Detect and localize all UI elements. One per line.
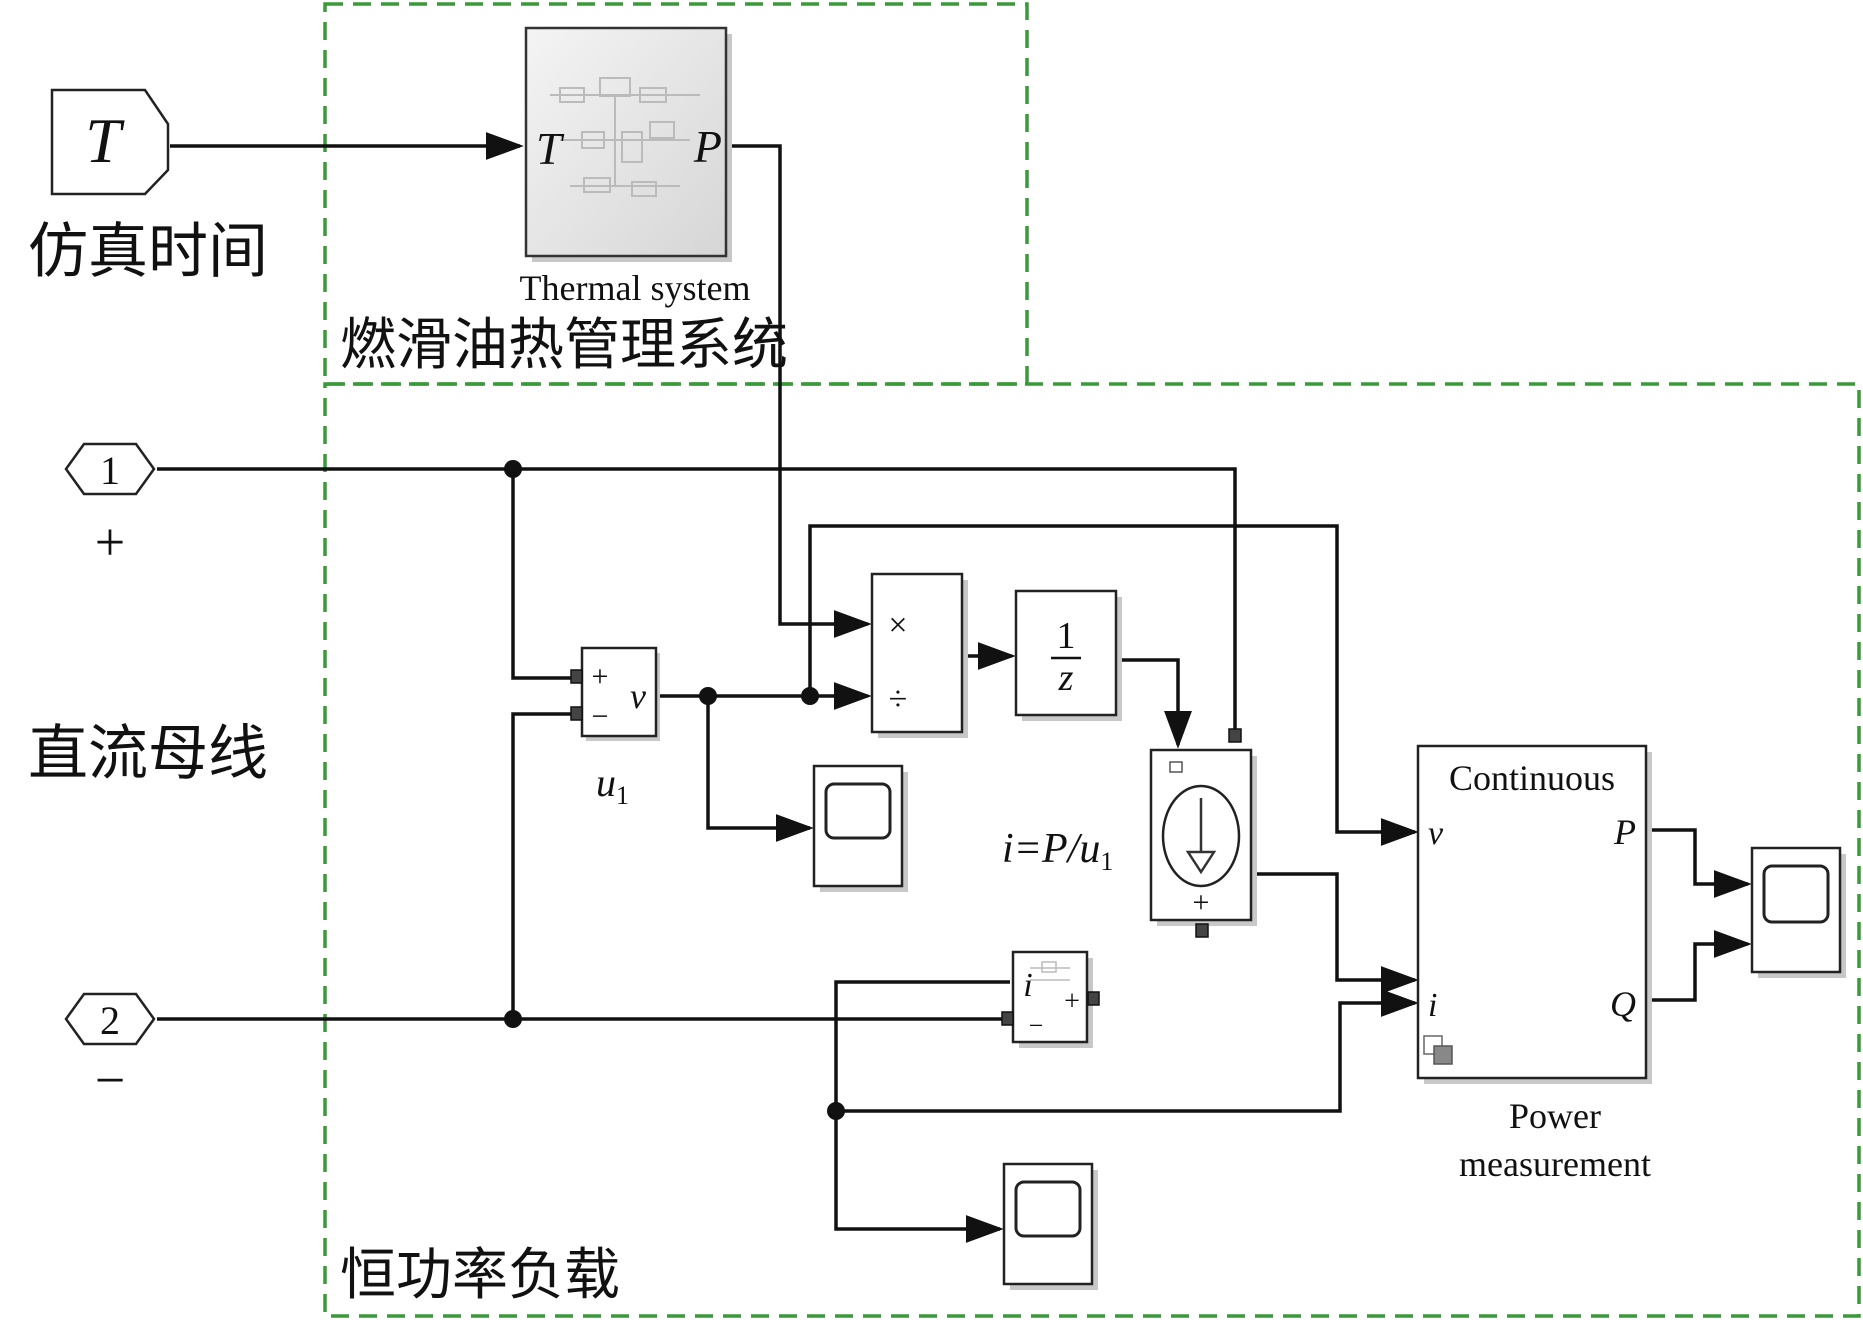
vsensor-out-label: v <box>630 676 646 716</box>
isensor-minus: − <box>1029 1011 1044 1040</box>
wire-v-to-power <box>808 524 1419 846</box>
wire-isensor-to-power <box>834 980 1419 1113</box>
power-mode-label: Continuous <box>1449 758 1615 798</box>
junction-v-scope <box>699 687 717 705</box>
junction-port1 <box>504 460 522 478</box>
product-mult-sign: × <box>888 607 907 644</box>
wire-p-to-scope2 <box>1648 828 1752 898</box>
wire-port1-to-vsensor <box>511 469 575 680</box>
wire-p-to-product <box>730 144 872 638</box>
wire-i-to-scope3 <box>834 1111 1004 1243</box>
scope-icon[interactable] <box>812 764 908 892</box>
thermal-in-port-label: T <box>536 123 565 174</box>
port2-number: 2 <box>100 998 120 1043</box>
thermal-inner-schematic <box>550 77 700 197</box>
scope-icon[interactable] <box>1750 846 1846 978</box>
power-corner-icon <box>1423 1035 1453 1065</box>
goto-tag-icon[interactable]: T <box>50 88 170 196</box>
thermal-system-block[interactable]: T P <box>524 26 732 262</box>
junction-i <box>827 1102 845 1120</box>
load-region-border <box>323 382 1861 1318</box>
power-out-p-label: P <box>1613 812 1636 852</box>
isensor-out-label: i <box>1023 967 1032 1004</box>
wire-v-to-scope1 <box>706 696 814 842</box>
vsensor-name: u1 <box>596 760 629 810</box>
scope-icon[interactable] <box>1002 1162 1098 1290</box>
port-icon[interactable]: 1 <box>64 442 156 496</box>
port1-number: 1 <box>100 448 120 493</box>
power-out-q-label: Q <box>1610 984 1636 1024</box>
sim-time-label: 仿真时间 <box>28 217 268 287</box>
junction-port2 <box>504 1010 522 1028</box>
power-caption-line2: measurement <box>1459 1144 1651 1184</box>
wire-q-to-scope2 <box>1648 930 1752 1002</box>
vsensor-minus: − <box>592 700 609 733</box>
thermal-block-caption: Thermal system <box>520 268 751 308</box>
current-source-expression: i=P/u1 <box>1002 826 1113 876</box>
vsensor-plus: + <box>592 660 609 693</box>
port-icon[interactable]: 2 <box>64 992 156 1046</box>
wire-delay-to-source <box>1118 658 1192 749</box>
power-in-i-label: i <box>1428 987 1437 1024</box>
unit-delay-numerator: 1 <box>1057 615 1076 657</box>
junction-v-power <box>801 687 819 705</box>
dc-bus-label: 直流母线 <box>28 719 268 789</box>
product-block[interactable]: × ÷ <box>870 572 968 738</box>
unit-delay-block[interactable]: 1 z <box>1014 589 1122 721</box>
port2-polarity: − <box>95 1050 125 1110</box>
isensor-plus: + <box>1064 986 1080 1017</box>
goto-tag-label: T <box>85 105 125 176</box>
power-caption-line1: Power <box>1509 1096 1601 1136</box>
product-div-sign: ÷ <box>889 681 908 718</box>
voltage-sensor-block[interactable]: + − v <box>570 646 660 741</box>
port1-polarity: + <box>95 512 125 572</box>
load-region-label: 恒功率负载 <box>340 1243 620 1308</box>
current-sensor-block[interactable]: i + − <box>1001 950 1100 1048</box>
unit-delay-denominator: z <box>1058 657 1074 699</box>
wire-source-to-power <box>1255 872 1419 994</box>
current-source-block[interactable]: + <box>1149 728 1257 938</box>
thermal-region-label: 燃滑油热管理系统 <box>340 313 788 378</box>
power-measurement-block[interactable]: Continuous v i P Q <box>1416 744 1652 1084</box>
current-source-icon <box>1161 784 1241 888</box>
wire-port2-to-vsensor <box>511 712 575 1019</box>
current-source-plus: + <box>1193 886 1210 919</box>
thermal-out-port-label: P <box>693 121 722 172</box>
current-sensor-inner-icon <box>1030 961 1070 981</box>
power-in-v-label: v <box>1428 815 1444 852</box>
